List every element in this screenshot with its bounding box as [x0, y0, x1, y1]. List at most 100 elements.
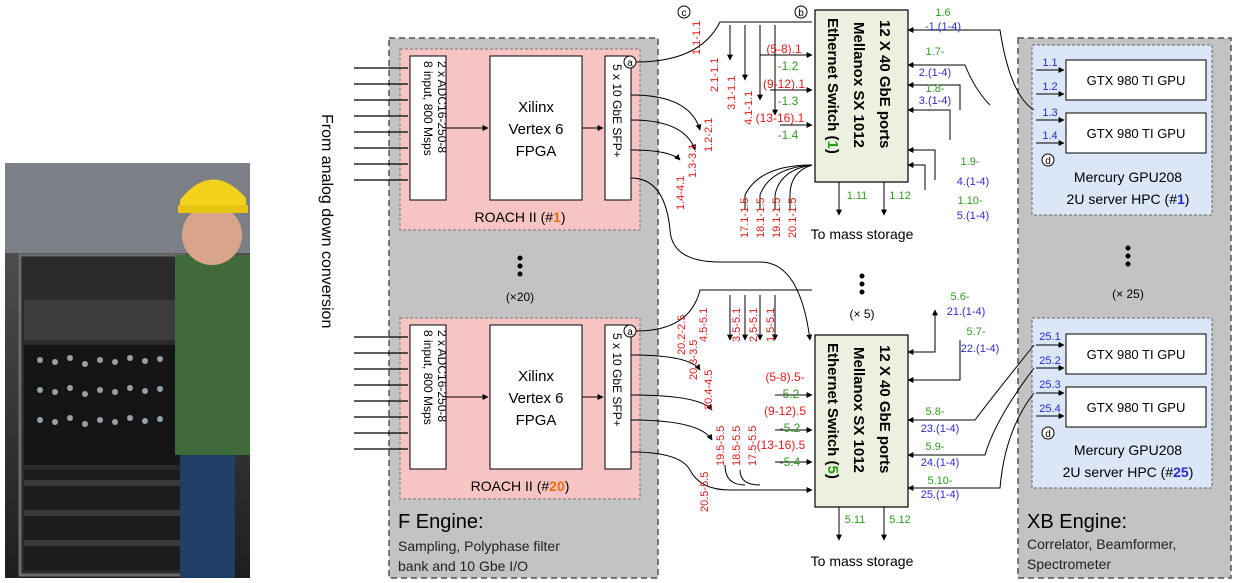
switch-top-line3: 12 X 40 GbE ports — [876, 20, 893, 148]
server-bottom-port-2: 25.2 — [1039, 355, 1060, 367]
svg-text:1.2-2.1: 1.2-2.1 — [703, 118, 715, 152]
switch-top-port-12: 1.12 — [889, 190, 910, 202]
marker-d-top-label: d — [1045, 156, 1051, 167]
marker-b-label: b — [798, 8, 804, 19]
svg-text:1.3-3.1: 1.3-3.1 — [687, 144, 699, 178]
svg-text:(5-8).1: (5-8).1 — [766, 42, 802, 56]
svg-text:2.5-5.1: 2.5-5.1 — [748, 308, 760, 342]
roach-top-fpga-2: Vertex 6 — [508, 121, 563, 138]
top-switch-in-labels: (5-8).1 -1.2 (9-12).1 -1.3 (13-16).1 -1.… — [756, 42, 806, 142]
switch-bottom-line3: 12 X 40 GbE ports — [876, 345, 893, 473]
svg-text:2.(1-4): 2.(1-4) — [919, 67, 951, 79]
switch-top-line1: Ethernet Switch (1) — [824, 18, 841, 154]
svg-text:1.10-: 1.10- — [957, 195, 982, 207]
top-right-labels: 1.6 -1.(1-4) 1.7- 2.(1-4) 1.8- 3.(1-4) 1… — [919, 7, 989, 222]
svg-text:25.(1-4): 25.(1-4) — [921, 489, 960, 501]
svg-text:1.8-: 1.8- — [926, 83, 945, 95]
server-top-gpu2 — [1065, 112, 1207, 154]
roach-bottom-label: ROACH II (#20) — [471, 478, 570, 494]
svg-text:1.6: 1.6 — [935, 7, 950, 19]
xb-engine-desc-1: Correlator, Beamformer, — [1027, 536, 1176, 552]
svg-text:4.(1-4): 4.(1-4) — [957, 176, 989, 188]
svg-text:5.2: 5.2 — [783, 387, 800, 401]
server-bottom-gpu1-label: GTX 980 TI GPU — [1087, 347, 1186, 362]
svg-text:(9-12).5: (9-12).5 — [764, 404, 806, 418]
svg-text:24.(1-4): 24.(1-4) — [921, 457, 960, 469]
f-engine-multiplier: (×20) — [506, 290, 534, 304]
bottom-vertical-labels: 4.5-5.1 3.5-5.1 2.5-5.1 1.5-5.1 20.2-2.5… — [676, 308, 777, 512]
marker-c — [677, 5, 691, 19]
roach-bottom-adc-1: 8 input, 800 Msps — [421, 330, 435, 425]
port-marker-a-bottom-label: a — [627, 327, 633, 338]
server-bottom-port-3: 25.3 — [1039, 379, 1060, 391]
f-engine-title: F Engine: — [398, 511, 484, 533]
bottom-switch-in-labels: (5-8).5- 5.2 (9-12).5 -5.2 (13-16).5 -5.… — [757, 370, 807, 469]
server-bottom-gpu1 — [1065, 333, 1207, 375]
svg-text:1.7-: 1.7- — [926, 46, 945, 58]
f-engine-desc-2: bank and 10 Gbe I/O — [398, 558, 528, 574]
roach-bottom-fpga-2: Vertex 6 — [508, 390, 563, 407]
server-bottom-gpu2 — [1065, 386, 1207, 428]
svg-text:19.5-5.5: 19.5-5.5 — [715, 426, 727, 466]
svg-text:-1.2: -1.2 — [778, 59, 799, 73]
svg-text:(9-12).1: (9-12).1 — [763, 77, 805, 91]
marker-d-bottom — [1041, 426, 1055, 440]
server-bottom-port-1: 25.1 — [1039, 331, 1060, 343]
roach-bottom-sfp-label: 5 x 10 GbE SFP+ — [610, 333, 624, 427]
svg-text:5.10-: 5.10- — [927, 475, 952, 487]
xb-engine-title: XB Engine: — [1027, 511, 1127, 533]
roach-bottom-adc — [409, 324, 447, 470]
marker-d-top — [1041, 153, 1055, 167]
connection-lines — [630, 21, 1035, 493]
server-bottom-port-4: 25.4 — [1039, 403, 1060, 415]
svg-text:(5-8).5-: (5-8).5- — [765, 370, 804, 384]
rack-photo — [5, 163, 250, 578]
server-top-gpu1 — [1065, 59, 1207, 101]
switch-multiplier: (× 5) — [849, 307, 874, 321]
svg-text:-1.(1-4): -1.(1-4) — [925, 21, 961, 33]
roach-bottom-adc-2: 2 x ADC16-250-8 — [435, 330, 449, 422]
svg-text:5.(1-4): 5.(1-4) — [957, 210, 989, 222]
switch-bottom-port-12: 5.12 — [889, 514, 910, 526]
svg-text:1.9-: 1.9- — [961, 156, 980, 168]
server-top-name-2: 2U server HPC (#1) — [1067, 191, 1190, 207]
marker-b — [794, 5, 808, 19]
server-bottom-name-1: Mercury GPU208 — [1074, 442, 1182, 458]
xb-engine-multiplier: (× 25) — [1112, 287, 1144, 301]
svg-text:-5.2: -5.2 — [780, 421, 801, 435]
svg-text:(13-16).5: (13-16).5 — [757, 438, 806, 452]
svg-text:21.(1-4): 21.(1-4) — [947, 306, 986, 318]
svg-text:20.3-3.5: 20.3-3.5 — [688, 340, 700, 380]
f-engine-dots — [517, 255, 523, 277]
svg-text:17.5-5.5: 17.5-5.5 — [747, 426, 759, 466]
roach-bottom-fpga-3: FPGA — [516, 412, 557, 429]
switch-bottom-line1: Ethernet Switch (5) — [824, 343, 841, 479]
switch-bottom-storage: To mass storage — [811, 553, 914, 569]
switch-top-port-11: 1.11 — [847, 190, 868, 202]
switch-bottom-line2: Mellanox SX 1012 — [850, 347, 867, 473]
roach-bottom-fpga-1: Xilinx — [518, 368, 554, 385]
svg-text:1.1-1.1: 1.1-1.1 — [691, 21, 703, 55]
marker-c-label: c — [682, 8, 687, 19]
svg-text:5.9-: 5.9- — [926, 441, 945, 453]
svg-text:-1.4: -1.4 — [778, 128, 799, 142]
roach-top-fpga — [489, 55, 583, 201]
server-top-port-3: 1.3 — [1042, 107, 1057, 119]
f-engine-desc-1: Sampling, Polyphase filter — [398, 538, 560, 554]
svg-text:1.4-4.1: 1.4-4.1 — [675, 176, 687, 210]
svg-text:20.2-2.5: 20.2-2.5 — [676, 315, 688, 355]
svg-text:1.5-5.1: 1.5-5.1 — [765, 308, 777, 342]
svg-text:20.1-1.5: 20.1-1.5 — [787, 198, 799, 238]
roach-bottom-sfp — [604, 324, 632, 470]
server-top-gpu1-label: GTX 980 TI GPU — [1087, 73, 1186, 88]
server-bottom-gpu2-label: GTX 980 TI GPU — [1087, 400, 1186, 415]
svg-text:17.1-1.5: 17.1-1.5 — [739, 198, 751, 238]
server-top-port-4: 1.4 — [1042, 130, 1057, 142]
svg-text:4.5-5.1: 4.5-5.1 — [698, 308, 710, 342]
roach-bottom-fpga — [489, 324, 583, 470]
switch-top-box — [814, 9, 909, 183]
svg-text:20.4-4.5: 20.4-4.5 — [703, 370, 715, 410]
svg-text:5.7-: 5.7- — [967, 326, 986, 338]
svg-text:20.5-5.5: 20.5-5.5 — [699, 472, 711, 512]
svg-text:5.6-: 5.6- — [951, 291, 970, 303]
